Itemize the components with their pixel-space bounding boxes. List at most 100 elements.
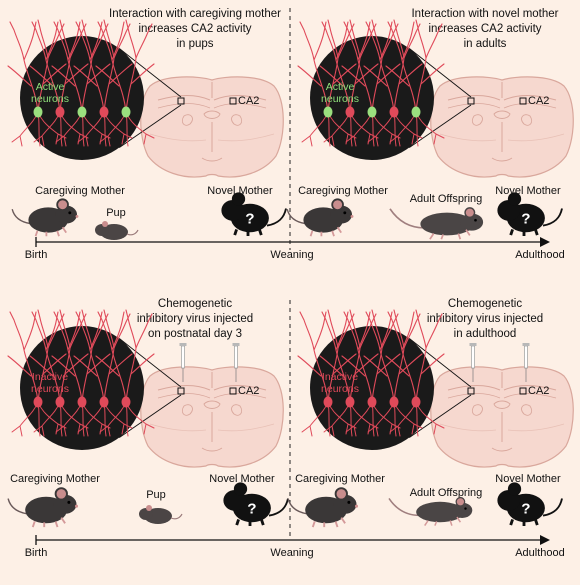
novel-mother-label: Novel Mother: [207, 185, 273, 197]
ca2-box-left: [467, 387, 475, 395]
neuron-label-line-2: neurons: [321, 93, 359, 105]
mouse-nose: [74, 504, 79, 508]
offspring-body: [420, 212, 474, 236]
novel-mother-mouse: ?: [223, 482, 289, 527]
neuron-soma-1: [323, 396, 333, 408]
panel-title-line-3: in adults: [464, 38, 507, 50]
neuron-zoom-circle: [297, 309, 445, 450]
panel-title-line-1: Chemogenetic: [448, 298, 522, 310]
neuron-soma-4: [99, 106, 109, 118]
neuron-soma-4: [99, 396, 109, 408]
pup-head: [139, 508, 153, 520]
novel-mother-label: Novel Mother: [495, 185, 561, 197]
novel-question-mark: ?: [245, 211, 254, 228]
mouse-legs: [311, 517, 346, 528]
mouse-ear: [331, 198, 344, 211]
mouse-eye: [68, 211, 72, 215]
ca2-box-left: [177, 387, 185, 395]
pup-label: Pup: [106, 207, 126, 219]
caregiving-mother-mouse: [287, 487, 359, 528]
mouse-nose: [75, 214, 79, 218]
mouse-tail: [268, 498, 289, 517]
mouse-ear: [507, 192, 522, 206]
timeline-end-label: Adulthood: [515, 547, 565, 559]
pup-label: Pup: [146, 489, 166, 501]
offspring-tail: [389, 208, 425, 229]
pup-mouse: [95, 221, 139, 240]
neuron-zoom-circle: [7, 309, 155, 450]
neuron-soma-2: [345, 396, 355, 408]
mouse-tail: [542, 498, 563, 517]
neuron-soma-5: [411, 396, 421, 408]
mouse-tail: [287, 498, 308, 515]
coronal-brain-section: [140, 366, 284, 468]
adult-offspring-rat: [389, 207, 484, 240]
offspring-ear: [455, 496, 466, 507]
mouse-legs: [34, 226, 67, 237]
caregiving-mother-label: Caregiving Mother: [295, 473, 385, 485]
neuron-soma-3: [77, 106, 87, 118]
pup-tail: [170, 513, 183, 520]
zoom-line-upper: [408, 48, 472, 98]
neuron-soma-5: [121, 106, 131, 118]
caregiving-mother-mouse: [286, 198, 354, 237]
neuron-zoom-circle: [7, 19, 155, 160]
mouse-tail: [11, 209, 31, 225]
zoom-line-lower: [408, 104, 472, 148]
caregiving-mother-label: Caregiving Mother: [298, 185, 388, 197]
pup-head: [95, 224, 109, 236]
mouse-tail: [7, 498, 28, 515]
neuron-soma-5: [411, 106, 421, 118]
panel-title-line-1: Interaction with novel mother: [411, 8, 558, 20]
mouse-tail: [542, 208, 563, 227]
neuron-zoom-circle: [297, 19, 445, 160]
mouse-ear: [507, 482, 522, 496]
ca2-box-left: [467, 97, 475, 105]
caregiving-mother-mouse: [7, 487, 79, 528]
coronal-brain-section: [430, 76, 574, 178]
ca2-box-right: [519, 387, 527, 395]
ca2-label: CA2: [528, 95, 549, 107]
mouse-legs: [31, 517, 66, 528]
novel-mother-mouse: ?: [497, 192, 563, 237]
ca2-label: CA2: [238, 95, 259, 107]
neuron-label-line-2: neurons: [31, 383, 69, 395]
zoom-line-lower: [118, 104, 182, 148]
neuron-label-line-1: Active: [36, 81, 65, 93]
novel-question-mark: ?: [521, 501, 530, 518]
mouse-tail: [266, 208, 287, 227]
mouse-ear: [233, 482, 248, 496]
mouse-eye: [343, 211, 347, 215]
timeline-middle-label: Weaning: [270, 249, 313, 261]
panel-title-line-2: increases CA2 activity: [428, 23, 541, 35]
neuron-label-line-1: Inactive: [32, 371, 68, 383]
zoom-line-upper: [118, 338, 182, 388]
neuron-soma-4: [389, 396, 399, 408]
novel-question-mark: ?: [521, 211, 530, 228]
mouse-ear: [56, 198, 69, 211]
mouse-tail: [286, 209, 306, 225]
caregiving-mother-label: Caregiving Mother: [10, 473, 100, 485]
neuron-soma-3: [367, 106, 377, 118]
panel-title-line-3: in adulthood: [454, 328, 517, 340]
offspring-head: [451, 502, 473, 518]
ca2-box-left: [177, 97, 185, 105]
panel-title-line-1: Chemogenetic: [158, 298, 232, 310]
novel-mother-mouse: ?: [221, 192, 287, 237]
pup-tail: [126, 229, 139, 236]
offspring-eye: [474, 218, 477, 222]
neuron-soma-3: [367, 396, 377, 408]
novel-mother-label: Novel Mother: [495, 473, 561, 485]
offspring-head: [460, 213, 484, 231]
neuron-label-line-2: neurons: [321, 383, 359, 395]
offspring-body: [416, 501, 464, 523]
coronal-brain-section: [140, 76, 284, 178]
zoom-line-upper: [408, 338, 472, 388]
neuron-soma-1: [33, 396, 43, 408]
neuron-soma-1: [33, 106, 43, 118]
mouse-legs: [235, 518, 265, 527]
panel-title-line-2: inhibitory virus injected: [137, 313, 253, 325]
neuron-soma-4: [389, 106, 399, 118]
timeline-start-label: Birth: [25, 249, 48, 261]
mouse-legs: [509, 228, 539, 237]
